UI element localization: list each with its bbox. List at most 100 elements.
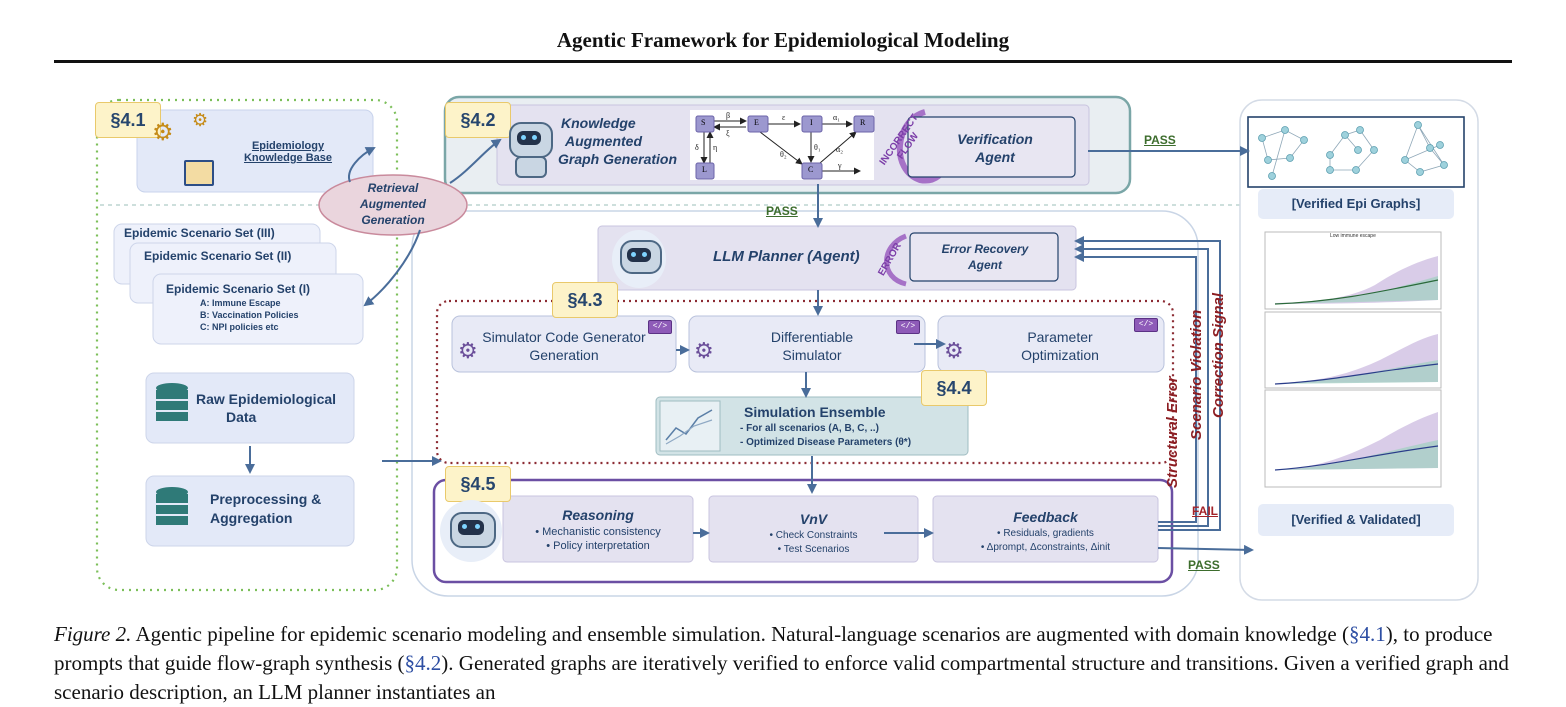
verified-graph-nodes: [1258, 121, 1448, 180]
mini-plot-title: Low immune escape: [1330, 233, 1376, 239]
database-icon-raw: [156, 383, 188, 421]
svg-text:ξ: ξ: [726, 129, 730, 138]
feedback-title: Feedback: [1013, 509, 1078, 525]
document-icon: [184, 160, 214, 186]
verified-graphs-label: [Verified Epi Graphs]: [1291, 196, 1421, 211]
gear-icon-generator: ⚙: [458, 338, 478, 363]
raw-data-line2: Data: [226, 409, 257, 425]
caption-text-1: Agentic pipeline for epidemic scenario m…: [131, 622, 1350, 646]
ensemble-title: Simulation Ensemble: [744, 404, 886, 420]
svg-text:γ: γ: [837, 161, 842, 170]
param-opt-line1: Parameter: [1027, 329, 1093, 345]
caption-ref-4-2[interactable]: §4.2: [404, 651, 442, 675]
section-tag-4-3: §4.3: [552, 282, 618, 318]
header-rule: [54, 60, 1512, 63]
vnv-line1: • Check Constraints: [769, 530, 858, 541]
scenario-item-c: C: NPI policies etc: [200, 322, 279, 332]
code-generator-line1: Simulator Code Generator: [482, 329, 646, 345]
node-e: E: [754, 118, 759, 127]
verification-line2: Agent: [975, 149, 1015, 165]
gear-icon-optimizer: ⚙: [944, 338, 964, 363]
reasoning-line1: • Mechanistic consistency: [535, 526, 661, 538]
pass-label-graphs: PASS: [1144, 133, 1176, 147]
robot-icon-planner: [612, 230, 666, 288]
pass-label-planner: PASS: [766, 204, 798, 218]
page-header-title: Agentic Framework for Epidemiological Mo…: [556, 28, 1010, 52]
caption-figure-label: Figure 2.: [54, 622, 132, 646]
simulator-region: [435, 299, 1175, 465]
pass-label-final: PASS: [1188, 558, 1220, 572]
section-tag-4-5: §4.5: [445, 466, 511, 502]
svg-text:θ₂: θ₂: [780, 150, 787, 159]
svg-text:η: η: [713, 143, 717, 152]
graph-gen-line1: Knowledge: [561, 115, 636, 131]
planner-label: LLM Planner (Agent): [713, 248, 860, 265]
knowledge-base-line1: Epidemiology: [251, 140, 325, 152]
svg-text:ε: ε: [782, 113, 786, 122]
code-badge-generator: </>: [648, 320, 672, 334]
feedback-line2: • Δprompt, Δconstraints, Δinit: [980, 542, 1111, 553]
vnv-line2: • Test Scenarios: [777, 544, 850, 555]
svg-text:θ₁: θ₁: [814, 143, 821, 152]
vnv-title: VnV: [799, 511, 828, 527]
caption-text-2: ), to produce prompts that guide flow-gr…: [54, 622, 1493, 675]
preprocessing-line2: Aggregation: [210, 510, 293, 526]
svg-text:δ: δ: [695, 143, 699, 152]
fail-label: FAIL: [1192, 504, 1218, 518]
node-s: S: [701, 118, 706, 127]
rag-line1: Retrieval: [367, 181, 419, 195]
knowledge-base-line2: Knowledge Base: [243, 152, 333, 164]
node-c: C: [808, 165, 814, 174]
error-recovery-line1: Error Recovery: [941, 242, 1029, 256]
scenario-item-a: A: Immune Escape: [200, 298, 281, 308]
ensemble-line2: - Optimized Disease Parameters (θ*): [740, 437, 912, 448]
feedback-line1: • Residuals, gradients: [997, 528, 1094, 539]
rag-line2: Augmented: [360, 197, 426, 211]
verified-validated-label: [Verified & Validated]: [1291, 512, 1421, 527]
scenario-set-3: Epidemic Scenario Set (III): [124, 226, 275, 240]
gear-small-icon: ⚙: [192, 110, 209, 130]
scenario-violation-label: Scenario Violation: [1188, 309, 1205, 440]
gears-icon: ⚙: [152, 119, 174, 146]
graph-gen-line2: Augmented: [565, 133, 642, 149]
scenario-set-2: Epidemic Scenario Set (II): [144, 249, 292, 263]
caption-ref-4-1[interactable]: §4.1: [1349, 622, 1386, 646]
simulation-region: [411, 210, 1199, 597]
raw-data-line1: Raw Epidemiological: [196, 391, 337, 407]
code-badge-optimizer: </>: [1134, 318, 1158, 332]
code-generator-line2: Generation: [529, 347, 599, 363]
rag-ellipse: [318, 174, 468, 236]
flow-graph-nodes: [695, 115, 875, 180]
robot-icon-graph: [505, 118, 553, 178]
flow-graph: [700, 117, 861, 175]
node-r: R: [860, 118, 866, 127]
gear-icon-simulator: ⚙: [694, 338, 714, 363]
verification-scroll: [907, 116, 1076, 178]
structural-error-label: Structural Error: [1164, 376, 1181, 488]
reasoning-line2: • Policy interpretation: [546, 540, 650, 552]
preprocessing-line1: Preprocessing &: [210, 491, 322, 507]
graph-gen-line3: Graph Generation: [558, 151, 678, 167]
code-badge-simulator: </>: [896, 320, 920, 334]
verification-line1: Verification: [957, 131, 1033, 147]
node-l: L: [702, 165, 707, 174]
ensemble-box: [655, 396, 969, 456]
error-recovery-scroll: [909, 232, 1059, 282]
scenario-set-1: Epidemic Scenario Set (I): [166, 282, 311, 296]
svg-text:β: β: [726, 111, 730, 120]
error-recovery-line2: Agent: [968, 258, 1002, 272]
correction-signal-label: Correction Signal: [1210, 292, 1227, 418]
svg-text:α₂: α₂: [836, 145, 843, 154]
node-i: I: [810, 118, 813, 127]
figure-caption: Figure 2. Agentic pipeline for epidemic …: [54, 620, 1514, 707]
diff-sim-line2: Simulator: [782, 347, 842, 363]
svg-text:α₁: α₁: [833, 113, 840, 122]
ensemble-line1: - For all scenarios (A, B, C, ..): [740, 423, 879, 434]
mini-plots: [1264, 231, 1442, 488]
section-tag-4-2: §4.2: [445, 102, 511, 138]
param-opt-line2: Optimization: [1021, 347, 1099, 363]
figure-page: Agentic Framework for Epidemiological Mo…: [54, 28, 1512, 704]
section-tag-4-4: §4.4: [921, 370, 987, 406]
rag-line3: Generation: [361, 213, 425, 227]
database-icon-preprocessing: [156, 487, 188, 525]
